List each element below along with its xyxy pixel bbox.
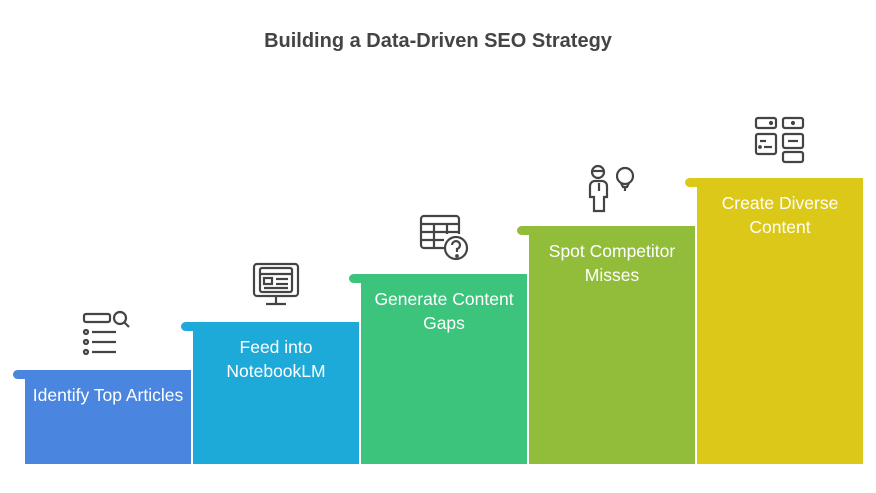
step-block	[529, 226, 695, 464]
step-block	[697, 178, 863, 464]
step-spot-competitor-misses: Spot Competitor Misses	[517, 226, 695, 464]
step-label: Create Diverse Content	[721, 193, 839, 237]
step-label: Generate Content Gaps	[374, 289, 514, 333]
step-block	[193, 322, 359, 464]
table-question-icon	[414, 210, 470, 262]
step-label: Identify Top Articles	[32, 385, 184, 405]
step-block	[361, 274, 527, 464]
step-identify-top-articles: Identify Top Articles	[13, 370, 191, 464]
step-label: Feed into NotebookLM	[226, 337, 326, 381]
monitor-window-icon	[248, 258, 304, 310]
step-create-diverse-content: Create Diverse Content	[685, 178, 863, 464]
step-block	[25, 370, 191, 464]
step-label: Spot Competitor Misses	[548, 241, 676, 285]
search-list-icon	[78, 308, 134, 360]
step-feed-into-notebooklm: Feed into NotebookLM	[181, 322, 359, 464]
person-idea-icon	[584, 163, 640, 215]
content-blocks-icon	[752, 114, 808, 166]
diagram-title: Building a Data-Driven SEO Strategy	[264, 30, 612, 52]
step-generate-content-gaps: Generate Content Gaps	[349, 274, 527, 464]
